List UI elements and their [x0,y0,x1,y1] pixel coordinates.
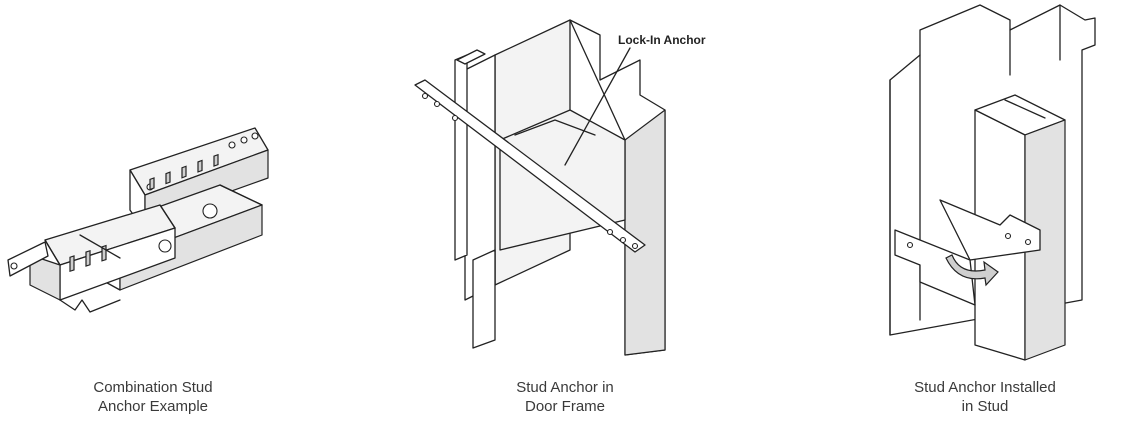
caption-line-2: Door Frame [524,398,606,415]
caption-line-1: Stud Anchor Installed [914,379,1056,396]
lock-in-anchor-strap [414,79,646,253]
rotation-arrow-icon [945,254,999,287]
caption-line-1: Stud Anchor in [516,379,614,396]
figure-stud-anchor-door-frame: Lock-In Anchor Stud Anchor in Door Frame [395,0,725,425]
combination-stud-anchor-illustration [7,127,269,313]
caption-stud-anchor-door-frame: Stud Anchor in Door Frame [485,378,645,416]
callout-leader-line [564,47,631,166]
installed-stud-anchor-illustration [889,4,1096,361]
caption-line-2: in Stud [961,398,1009,415]
slots-middle [149,153,219,191]
caption-line-1: Combination Stud [93,379,213,396]
caption-stud-anchor-installed: Stud Anchor Installed in Stud [895,378,1075,416]
caption-line-2: Anchor Example [97,398,209,415]
figure-combination-stud-anchor: Combination Stud Anchor Example [0,0,300,425]
caption-combination-stud-anchor: Combination Stud Anchor Example [70,378,236,416]
figure-stud-anchor-installed: Stud Anchor Installed in Stud [860,0,1138,425]
door-frame-anchor-illustration: Lock-In Anchor [414,19,706,356]
lock-in-anchor-label: Lock-In Anchor [618,33,706,47]
